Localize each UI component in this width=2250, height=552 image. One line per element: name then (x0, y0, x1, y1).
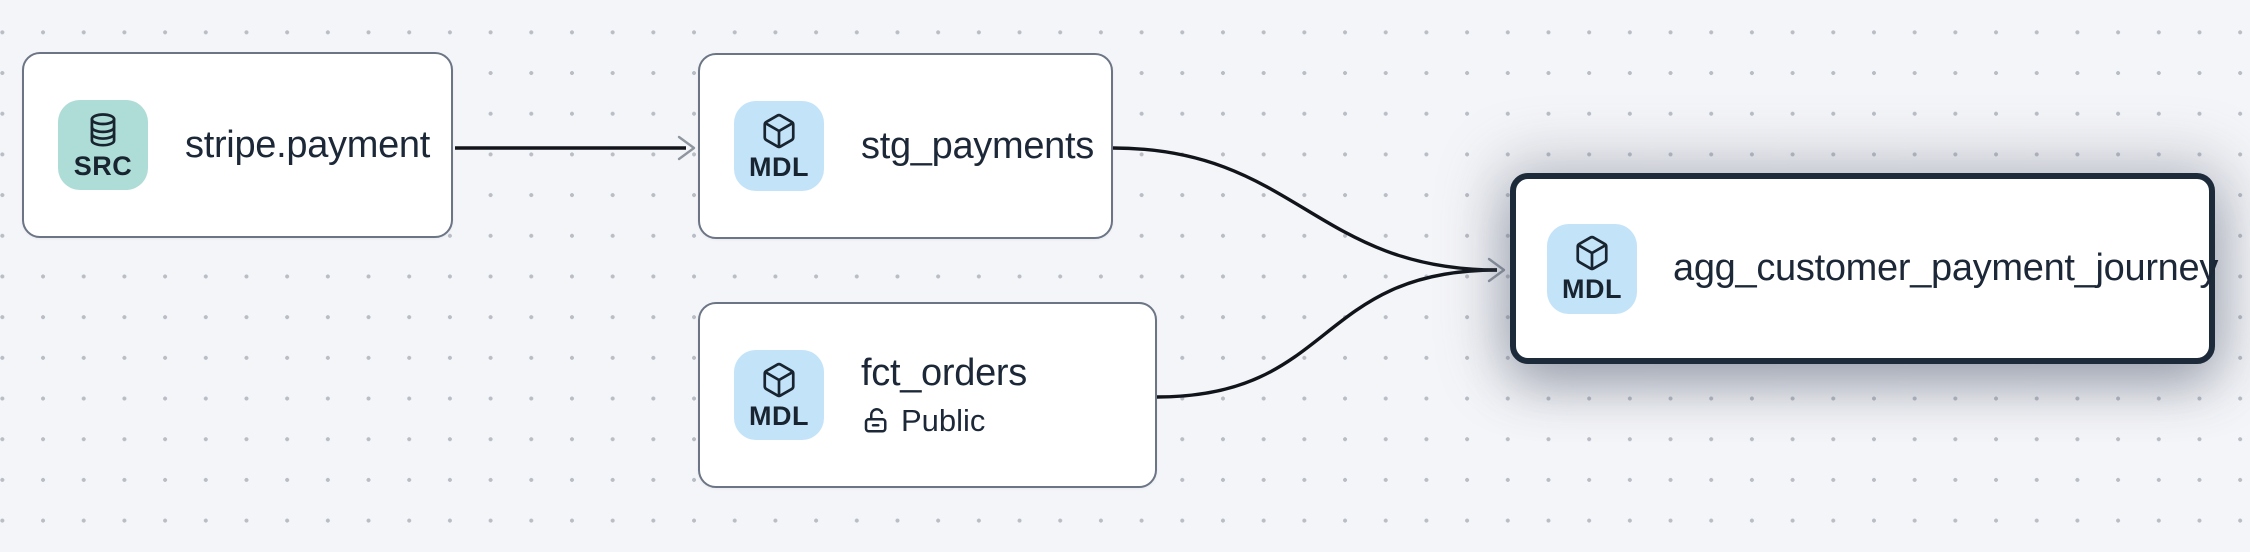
cube-icon (1576, 235, 1608, 271)
access-label: Public (901, 402, 986, 438)
arrowhead-stg (677, 135, 696, 161)
access-row: Public (861, 403, 1027, 439)
node-title: fct_orders (861, 351, 1027, 394)
model-badge: MDL (734, 350, 824, 440)
node-fct-orders[interactable]: MDL fct_orders Public (698, 302, 1157, 488)
edge-stg-to-agg[interactable] (1112, 146, 1498, 272)
badge-label: MDL (1562, 274, 1622, 304)
node-title: agg_customer_payment_journey (1673, 247, 2219, 289)
model-badge: MDL (734, 101, 824, 191)
node-title: stripe.payment (185, 123, 431, 166)
node-agg-customer-payment-journey[interactable]: MDL agg_customer_payment_journey (1510, 173, 2219, 364)
node-stg-payments[interactable]: MDL stg_payments (698, 53, 1113, 239)
badge-label: MDL (749, 400, 809, 431)
arrowhead-agg (1487, 257, 1506, 283)
source-badge: SRC (58, 100, 148, 190)
unlock-icon (864, 407, 887, 433)
badge-label: MDL (749, 151, 809, 182)
node-text: fct_orders Public (861, 352, 1027, 439)
cube-icon (763, 113, 795, 148)
model-badge: MDL (1547, 223, 1637, 314)
node-title: stg_payments (861, 124, 1094, 167)
edge-fct-to-agg[interactable] (1156, 268, 1498, 399)
cube-icon (763, 362, 795, 397)
badge-label: SRC (73, 150, 133, 181)
database-icon (90, 112, 116, 147)
node-stripe-payment[interactable]: SRC stripe.payment (22, 52, 453, 238)
